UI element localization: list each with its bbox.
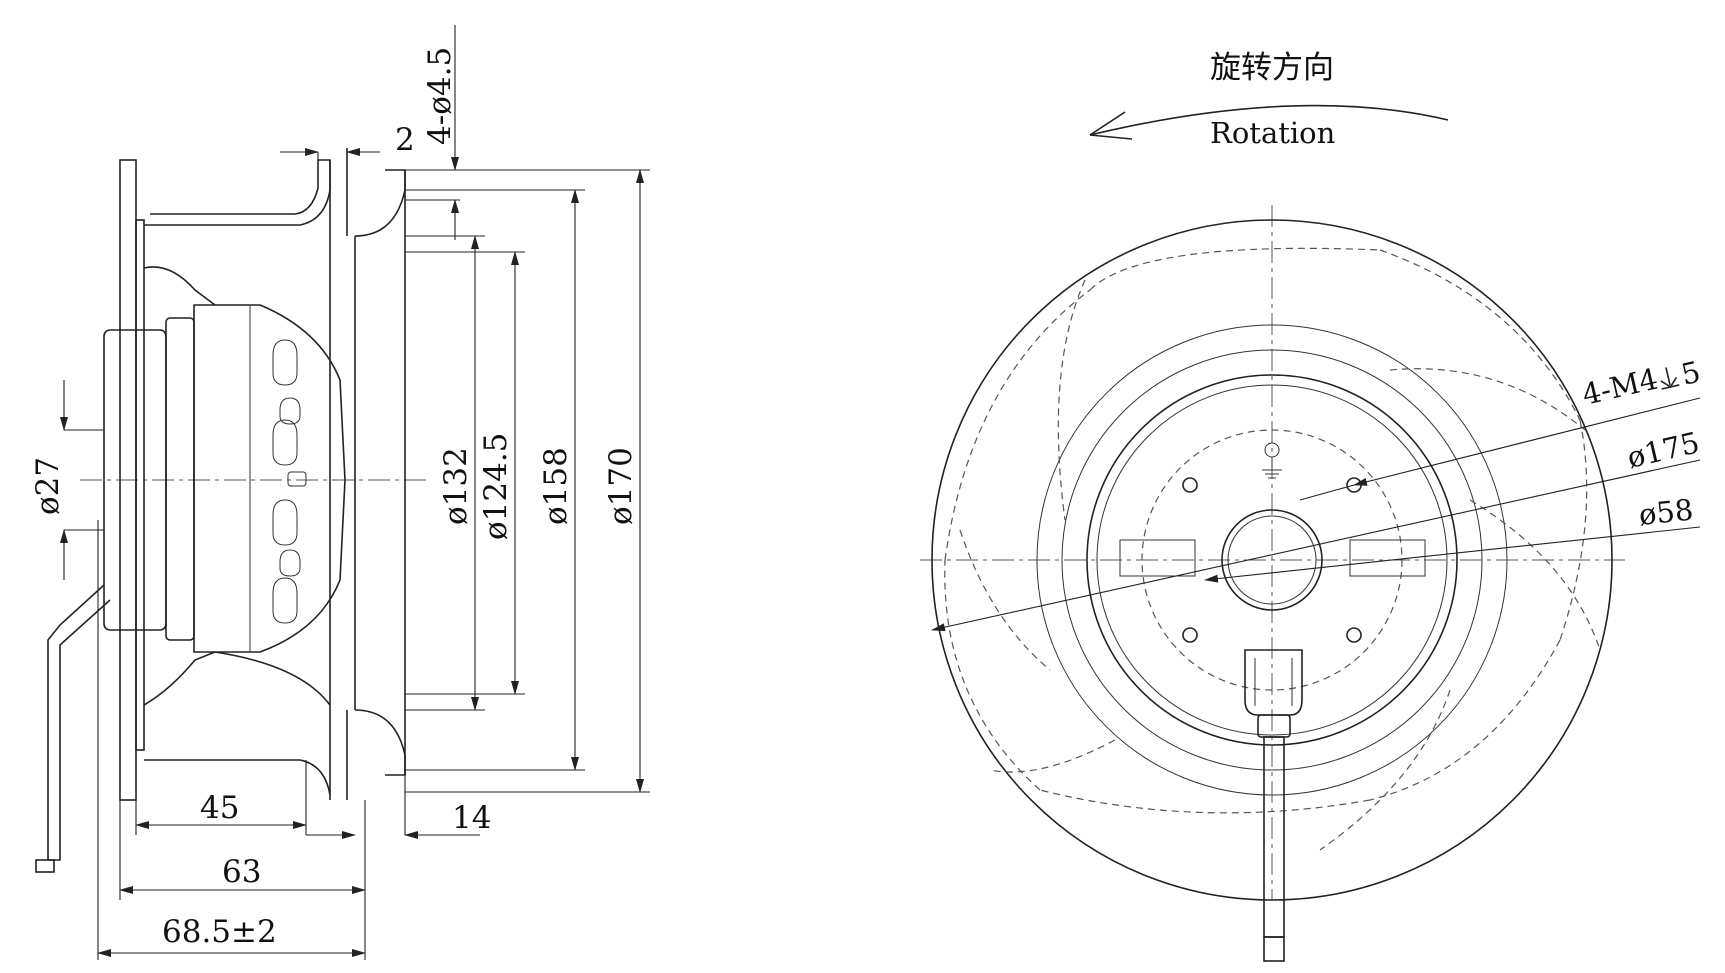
- dim-thread-depth: 5: [1678, 355, 1704, 392]
- dim-shaft-dia: ø27: [30, 457, 66, 515]
- inlet-ring-top: [354, 169, 406, 237]
- dim-dia-124-5: ø124.5: [478, 433, 514, 540]
- dim-total-length: 68.5±2: [162, 914, 277, 950]
- hub: [1221, 509, 1323, 611]
- cable: [47, 584, 111, 861]
- bolt-circle: [1141, 429, 1403, 691]
- rotation-arrow: [1089, 104, 1449, 136]
- dim-dia-132: ø132: [438, 447, 474, 525]
- impeller-blade-top: [144, 159, 331, 226]
- impeller-blade-bottom: [144, 759, 331, 796]
- motor-face: [1086, 374, 1458, 746]
- dim-flange-thickness: 2: [395, 122, 415, 158]
- side-view: ø27 2 4-ø4.5 ø132 ø124.5 ø158 ø170 45: [30, 25, 650, 960]
- dim-thread: 4-M4: [1579, 362, 1661, 412]
- impeller-outer-ring: [931, 219, 1613, 901]
- ground-symbol-icon: [1262, 442, 1282, 479]
- dim-hole-pattern: 4-ø4.5: [422, 47, 458, 145]
- leader-thread: [1353, 397, 1701, 486]
- motor-cover: [193, 304, 346, 653]
- inlet-ring-bottom: [354, 709, 406, 776]
- dim-63: 63: [222, 854, 261, 890]
- rotation-arrow-head-icon: [1089, 111, 1133, 140]
- front-view: 旋转方向 Rotation: [920, 50, 1704, 962]
- dim-14: 14: [452, 800, 491, 836]
- front-cable: [1263, 736, 1285, 938]
- vent-slots: [272, 339, 307, 624]
- dim-dia-170: ø170: [603, 447, 639, 525]
- rotation-label-en: Rotation: [1210, 116, 1335, 150]
- dim-dia-58: ø58: [1637, 492, 1695, 531]
- leader-dia-175: [931, 459, 1701, 632]
- depth-symbol-icon: [1660, 367, 1680, 390]
- back-plate-lip: [135, 219, 145, 751]
- leader-dia-58: [1204, 526, 1701, 583]
- rotor-housing-ring: [165, 317, 195, 641]
- dim-45: 45: [200, 790, 239, 826]
- dim-dia-158: ø158: [538, 447, 574, 525]
- rotation-label-cn: 旋转方向: [1210, 50, 1334, 86]
- cable-gland: [1244, 649, 1303, 716]
- dim-dia-175: ø175: [1624, 425, 1703, 475]
- impeller-blades: [944, 247, 1601, 851]
